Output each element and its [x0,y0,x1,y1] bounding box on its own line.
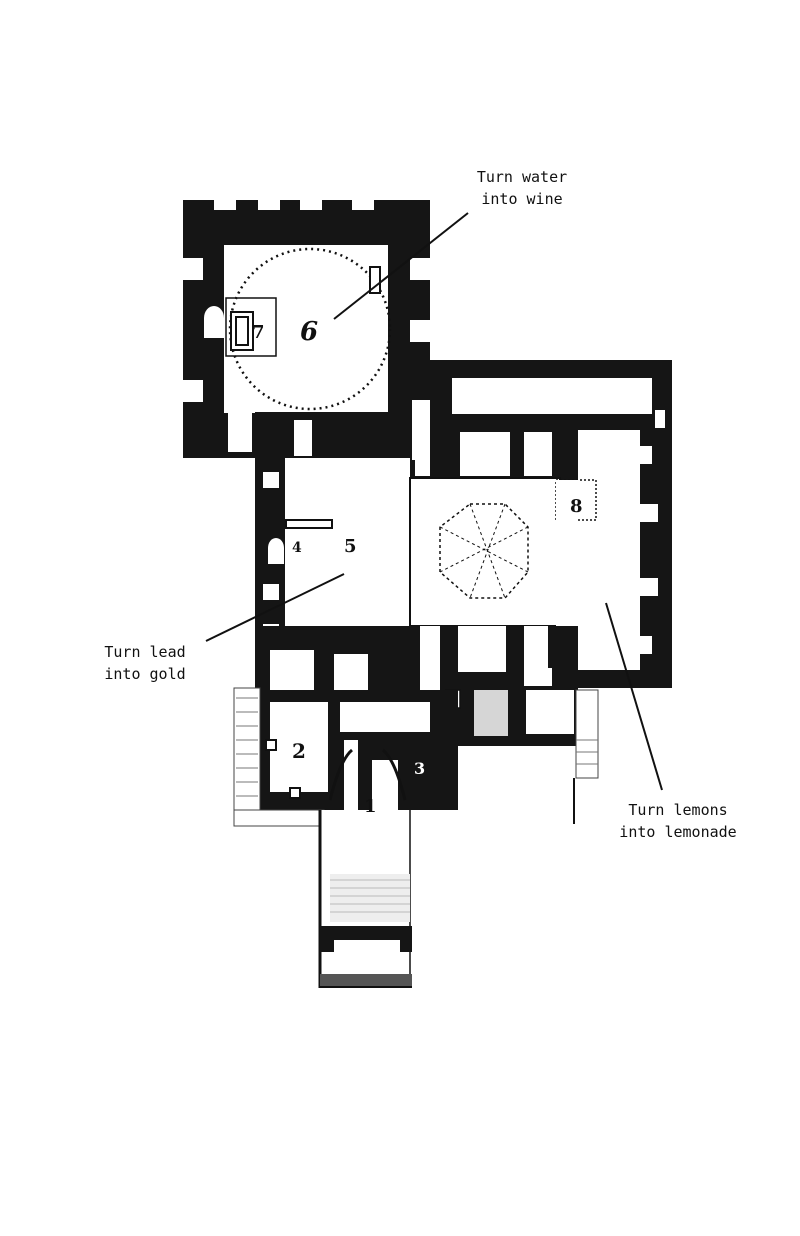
room-number-8: 8 [570,496,583,517]
annotation-lemons-lemonade: Turn lemons into lemonade [598,799,758,843]
entrance-block [233,687,599,827]
dome-chamber [183,200,430,458]
room-number-3: 3 [414,759,425,778]
room-number-2: 2 [292,739,306,763]
annotation-lemons-lemonade-line1: Turn lemons [628,801,728,819]
room-number-5: 5 [344,536,357,557]
annotation-lead-gold: Turn lead into gold [80,641,210,685]
annotation-lead-gold-line2: into gold [104,665,186,683]
annotation-lead-gold-line1: Turn lead [104,643,186,661]
leader-water-wine [333,212,469,320]
courtyard [409,477,597,630]
minbar [285,519,333,529]
leader-lemons-lemonade [605,602,663,791]
annotation-water-wine: Turn water into wine [452,166,592,210]
dome-outline [228,247,392,411]
entrance-stair [318,810,412,988]
annotation-lemons-lemonade-line2: into lemonade [619,823,737,841]
annotation-water-wine-line1: Turn water [476,168,568,186]
room-number-1: 1 [364,796,377,817]
leader-lead-gold [205,573,345,642]
room-number-4: 4 [292,540,302,556]
annotation-water-wine-line2: into wine [481,190,563,208]
room-number-6: 6 [300,317,318,347]
room-number-7: 7 [252,322,265,343]
